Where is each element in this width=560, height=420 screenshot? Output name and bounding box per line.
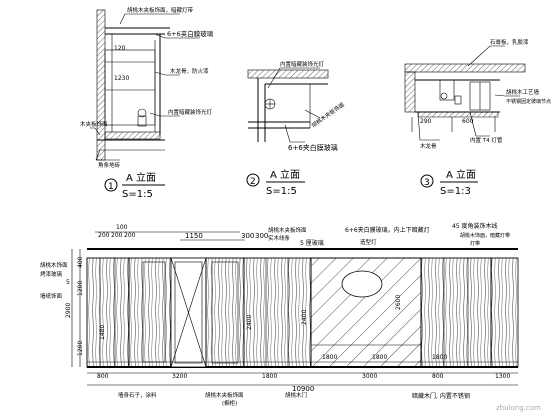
detail1-label-2: 木龙骨，防火漆	[170, 67, 209, 75]
elev-top-dim-2: 200	[111, 232, 123, 239]
detail2-label-1: 胡桃木夹板饰面	[310, 100, 347, 129]
detail3-label-2: 不锈钢固定玻璃节点	[506, 98, 551, 105]
detail1-title: A 立面	[126, 171, 156, 184]
main-elevation: 100 200 200 200 1150 300 300	[40, 222, 541, 412]
elev-inner-dim-1: 2400	[301, 310, 308, 325]
elev-top-dim-3: 200	[124, 232, 136, 239]
detail-2: 内置暗藏装饰光灯 胡桃木夹板饰面 6+6夹白膜玻璃 2 A 立面 S=1:5	[246, 60, 347, 197]
elev-left-dim-4: 1200	[77, 341, 84, 356]
elev-left-dim-1: 1200	[77, 281, 84, 296]
detail1-dim-120: 120	[114, 45, 126, 52]
elev-panel-right	[420, 257, 492, 368]
elev-inner-dim-4: 1800	[372, 354, 387, 361]
elev-label-mid-c: 5 厘玻璃	[300, 239, 324, 247]
detail1-wall-slab	[96, 9, 106, 161]
detail3-label-3: 内置 T4 灯管	[470, 136, 503, 144]
elev-bottom-dim-4: 800	[432, 373, 444, 380]
watermark: zhulong.com	[496, 404, 541, 412]
elev-panel-left-2	[128, 257, 172, 368]
detail-1: 120 1230 胡桃木夹板饰面，暗藏灯带 6+6夹白膜玻璃 木龙骨，防火漆 内…	[80, 6, 214, 200]
detail2-label-2: 6+6夹白膜玻璃	[288, 143, 338, 152]
elev-bottom-dim-2: 1800	[262, 373, 277, 380]
detail3-left-pier	[404, 71, 416, 113]
detail2-slab	[247, 69, 329, 79]
elev-bottom-dim-3: 3000	[362, 373, 377, 380]
elev-label-footer: 暗藏木门, 内置不锈钢	[412, 392, 470, 400]
elev-inner-dim-0: 2400	[246, 315, 253, 330]
detail1-label-0: 胡桃木夹板饰面，暗藏灯带	[127, 6, 194, 14]
elev-top-dim-0: 100	[116, 224, 128, 231]
detail2-scale: S=1:5	[266, 186, 297, 197]
elev-label-right-b: 胡桃木饰面，暗藏灯带	[460, 232, 510, 239]
elev-label-bottom-c: 胡桃木门	[285, 391, 307, 399]
elev-left-dim-0: 400	[77, 256, 84, 268]
elev-label-bottom-b: 胡桃木夹板饰面	[205, 391, 244, 399]
detail3-dim-1: 600	[462, 118, 474, 125]
detail1-label-5: 角条地砖	[98, 161, 121, 169]
detail3-label-4: 木龙骨	[420, 142, 437, 150]
elev-label-right: 45 度角装饰木线	[452, 222, 498, 230]
elev-panel-wood-b	[243, 257, 312, 368]
elev-bottom-dim-0: 800	[97, 373, 109, 380]
elev-panel-end	[490, 257, 519, 368]
detail3-dim-0: 290	[420, 118, 432, 125]
detail1-base-slab	[104, 131, 161, 140]
elev-label-mid-a: 胡桃木夹板饰面	[268, 226, 307, 234]
elev-label-bottom-b2: (橱柜)	[222, 399, 237, 407]
detail-3: 290 600 石膏板，乳胶漆 胡桃木工艺墙 不锈钢固定玻璃节点 内置 T4 灯…	[404, 38, 551, 197]
detail1-label-3: 内置暗藏装饰光灯	[168, 108, 213, 116]
elev-inner-dim-3: 1800	[322, 354, 337, 361]
detail2-number: 2	[250, 177, 256, 187]
elev-label-left-num: 5	[66, 279, 70, 286]
elev-total-dim: 10900	[292, 385, 314, 393]
elev-label-logo: 造型灯	[360, 238, 377, 246]
detail3-title: A 立面	[446, 168, 476, 181]
elev-label-left-c: 墙纸饰面	[40, 292, 63, 300]
elev-top-dim-1: 200	[98, 232, 110, 239]
elev-label-left-a: 胡桃木饰面	[40, 261, 68, 269]
elev-label-mid-b: 实木线条	[268, 234, 291, 242]
detail1-dim-1230: 1230	[114, 75, 129, 82]
elev-top-dim-5: 300	[241, 232, 254, 240]
detail3-slab	[404, 63, 526, 73]
detail3-label-0: 石膏板，乳胶漆	[490, 38, 529, 46]
elev-logo-lamp	[341, 270, 383, 298]
detail2-title: A 立面	[270, 168, 300, 181]
detail1-number: 1	[108, 182, 114, 192]
detail3-scale: S=1:3	[440, 186, 471, 197]
elev-bottom-dim-5: 1300	[495, 373, 510, 380]
detail2-label-0: 内置暗藏装饰光灯	[280, 60, 325, 68]
detail1-label-4: 木夹板饰面	[80, 120, 108, 128]
detail1-label-1: 6+6夹白膜玻璃	[167, 29, 214, 38]
elev-label-left-b: 烤漆玻璃	[40, 270, 63, 278]
detail1-scale: S=1:5	[122, 189, 153, 200]
elev-left-dim-2: 2900	[65, 303, 72, 318]
elev-label-bottom-a: 墙身石子，涂料	[118, 391, 157, 399]
elev-panel-wood-a	[205, 257, 245, 368]
elev-panel-left	[86, 257, 130, 368]
elev-left-dim-3: 1480	[99, 325, 106, 340]
detail3-label-1: 胡桃木工艺墙	[506, 88, 540, 96]
elev-label-glass: 6+6夹白膜玻璃，内上下暗藏灯	[345, 226, 430, 234]
elev-bottom-dim-1: 3200	[172, 373, 187, 380]
elev-inner-dim-2: 2600	[395, 295, 402, 310]
detail3-bottom-slab	[417, 111, 499, 118]
elev-top-dim-6: 300	[255, 232, 268, 240]
elev-top-dim-4: 1150	[185, 232, 203, 240]
detail3-number: 3	[424, 178, 430, 188]
elev-label-right-c: 灯带	[470, 240, 480, 247]
elev-inner-dim-5: 1800	[432, 354, 447, 361]
